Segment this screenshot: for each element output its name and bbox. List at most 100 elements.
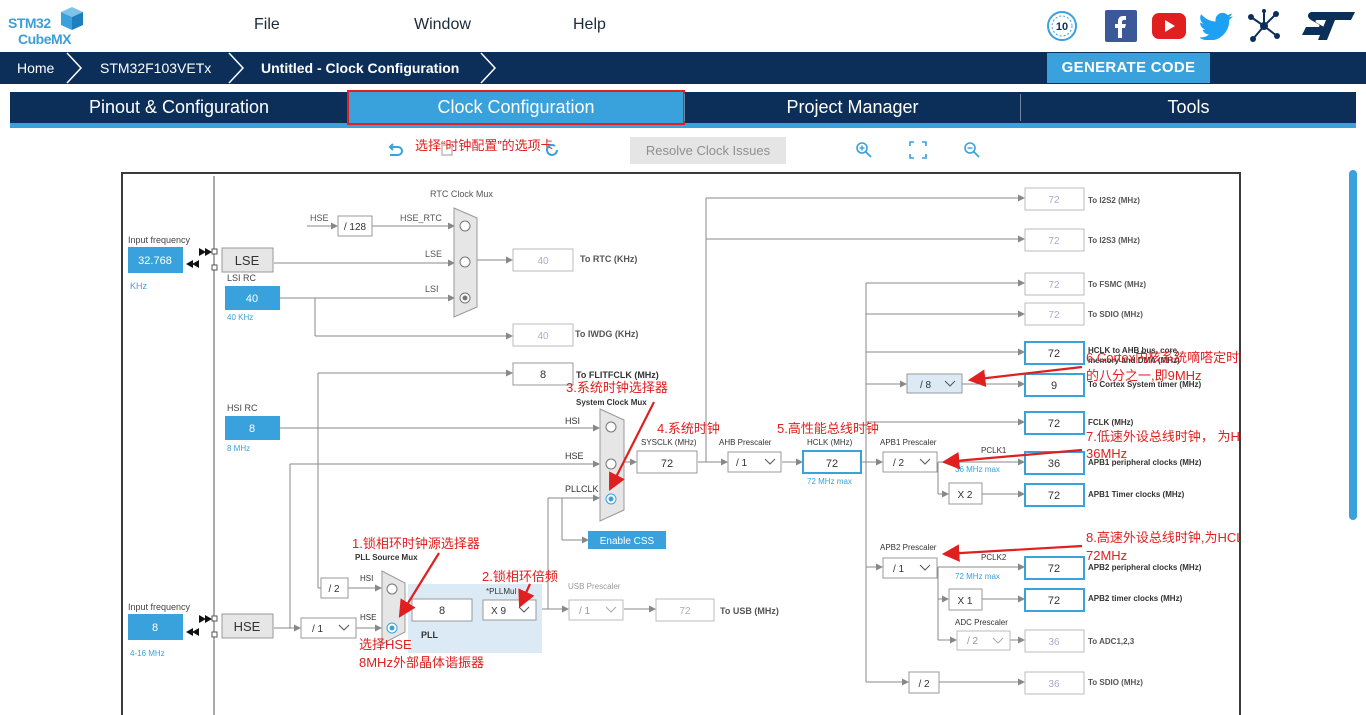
hclk-ahb-output [1024, 341, 1085, 365]
enable-css-button[interactable] [588, 531, 666, 549]
apb1-prescaler-select[interactable] [882, 451, 938, 473]
hse-unit: 4-16 MHz [130, 649, 165, 658]
apb2-prescaler-value: / 1 [893, 564, 905, 575]
cortex-timer-output [1024, 373, 1085, 397]
apb1-timer-multiplier [948, 482, 983, 505]
sys-hse-radio[interactable] [605, 458, 617, 470]
tab-tools[interactable]: Tools [1167, 97, 1210, 117]
tab-annotation: 选择“时钟配置”的选项卡 [415, 138, 554, 153]
apb1-timer-output [1024, 483, 1085, 507]
tab-divider [684, 94, 685, 121]
resolve-clock-issues-button[interactable]: Resolve Clock Issues [630, 137, 786, 164]
generate-code-button[interactable]: GENERATE CODE [1047, 53, 1210, 83]
fit-to-screen-icon[interactable] [909, 141, 927, 159]
iwdg-output-label: To IWDG (KHz) [575, 329, 638, 339]
apb2-timer-output-label: APB2 timer clocks (MHz) [1088, 594, 1183, 603]
apb2-peripheral-output-label: APB2 peripheral clocks (MHz) [1088, 563, 1202, 572]
breadcrumb-home[interactable]: Home [17, 60, 55, 76]
ahb-prescaler-label: AHB Prescaler [719, 438, 772, 447]
youtube-icon[interactable] [1151, 8, 1187, 44]
vertical-scrollbar[interactable] [1349, 170, 1357, 520]
sysclk-field[interactable] [636, 450, 698, 474]
hse-block[interactable] [221, 613, 274, 639]
menu-window[interactable]: Window [414, 16, 471, 33]
tab-clock-configuration[interactable]: Clock Configuration [347, 90, 685, 125]
zoom-out-icon[interactable] [963, 141, 981, 159]
breadcrumb-device[interactable]: STM32F103VETx [100, 60, 212, 76]
hse-prediv-value: / 1 [312, 624, 324, 635]
annotations: 1.锁相环时钟源选择器 2.锁相环倍频 3.系统时钟选择器 4.系统时钟 5.高… [352, 350, 1241, 670]
apb1-prescaler-value: / 2 [893, 458, 905, 469]
rtc-lsi-label: LSI [425, 284, 439, 294]
twitter-icon[interactable] [1199, 8, 1235, 44]
annotation-sysclk: 4.系统时钟 [657, 421, 720, 436]
fsmc-output-label: To FSMC (MHz) [1088, 280, 1146, 289]
tab-project-manager[interactable]: Project Manager [786, 97, 919, 117]
anniversary-badge-icon[interactable]: 10 [1045, 8, 1079, 44]
annotation-hse-l2: 8MHz外部晶体谐振器 [359, 655, 484, 670]
flitfclk-output-value: 8 [540, 369, 546, 381]
apb2-peripheral-output-value: 72 [1048, 563, 1060, 575]
reset-icon[interactable] [543, 141, 561, 159]
sys-mux-pllclk-label: PLLCLK [565, 484, 599, 494]
i2s2-output-label: To I2S2 (MHz) [1088, 196, 1140, 205]
chevron-down-icon [764, 458, 776, 465]
ahb-prescaler-select[interactable] [727, 451, 782, 473]
anniversary-text: 10 [1056, 21, 1068, 33]
pll-hsi-radio[interactable] [386, 583, 398, 595]
adc-prescaler-select[interactable] [956, 630, 1011, 651]
cortex-timer-divider-select[interactable] [906, 373, 963, 394]
chevron-down-icon [338, 624, 350, 631]
iwdg-output [512, 323, 574, 347]
rtc-output [512, 248, 574, 272]
annotation-apb1-l2: 36MHz [1086, 446, 1127, 461]
rtc-lse-radio[interactable] [459, 256, 471, 268]
redo-icon[interactable] [440, 141, 456, 159]
sdio-output-label: To SDIO (MHz) [1088, 310, 1143, 319]
sys-hsi-radio[interactable] [605, 421, 617, 433]
annotation-apb1-l1: 7.低速外设总线时钟， 为HCLK的二分频 [1086, 429, 1241, 444]
hclk-field[interactable] [802, 450, 862, 474]
cortex-timer-output-label: To Cortex System timer (MHz) [1088, 380, 1202, 389]
enable-css-label: Enable CSS [600, 536, 655, 547]
tab-divider [1020, 94, 1021, 121]
hse-prediv-select[interactable] [300, 617, 357, 639]
network-icon[interactable] [1246, 8, 1282, 44]
fclk-output-label: FCLK (MHz) [1088, 418, 1134, 427]
lse-block[interactable] [221, 247, 274, 273]
annotation-apb2-l2: 72MHz [1086, 548, 1127, 563]
apb2-prescaler-select[interactable] [882, 557, 938, 579]
usb-output [655, 598, 715, 622]
usb-prescaler-label: USB Prescaler [568, 582, 621, 591]
lse-input-field[interactable] [128, 247, 183, 273]
usb-prescaler-select[interactable] [568, 599, 624, 621]
ahb-prescaler-value: / 1 [736, 458, 748, 469]
hse-input-field[interactable] [128, 614, 183, 640]
pclk1-label: PCLK1 [981, 446, 1007, 455]
annotation-hclk: 5.高性能总线时钟 [777, 421, 879, 436]
st-logo[interactable] [1296, 8, 1358, 44]
i2s3-output [1024, 228, 1085, 252]
sys-mux-hse-label: HSE [565, 451, 584, 461]
pll-mux-hse-label: HSE [360, 613, 376, 622]
facebook-icon[interactable] [1104, 8, 1138, 44]
sdio-divider-value: / 2 [918, 679, 930, 690]
undo-icon[interactable] [386, 141, 404, 159]
menu-help[interactable]: Help [573, 16, 606, 33]
tab-pinout-configuration[interactable]: Pinout & Configuration [88, 97, 270, 117]
usb-output-label: To USB (MHz) [720, 606, 779, 616]
zoom-in-icon[interactable] [855, 141, 873, 159]
sdio2-output [1024, 671, 1085, 695]
hclk-max: 72 MHz max [807, 477, 852, 486]
rtc-lse-label: LSE [425, 249, 442, 259]
rtc-hse-label: HSE [310, 213, 329, 223]
flitfclk-output [512, 362, 574, 386]
menu-file[interactable]: File [254, 16, 280, 33]
rtc-hse-radio[interactable] [459, 220, 471, 232]
cortex-timer-divider-value: / 8 [920, 380, 932, 391]
chevron-down-icon [518, 606, 530, 613]
sdio-output-value: 72 [1048, 310, 1060, 321]
sys-mux-hsi-label: HSI [565, 416, 580, 426]
clock-tree-diagram: Input frequency 32.768 KHz LSE LSI RC 40… [128, 176, 1241, 715]
adc-prescaler-value: / 2 [967, 636, 979, 647]
